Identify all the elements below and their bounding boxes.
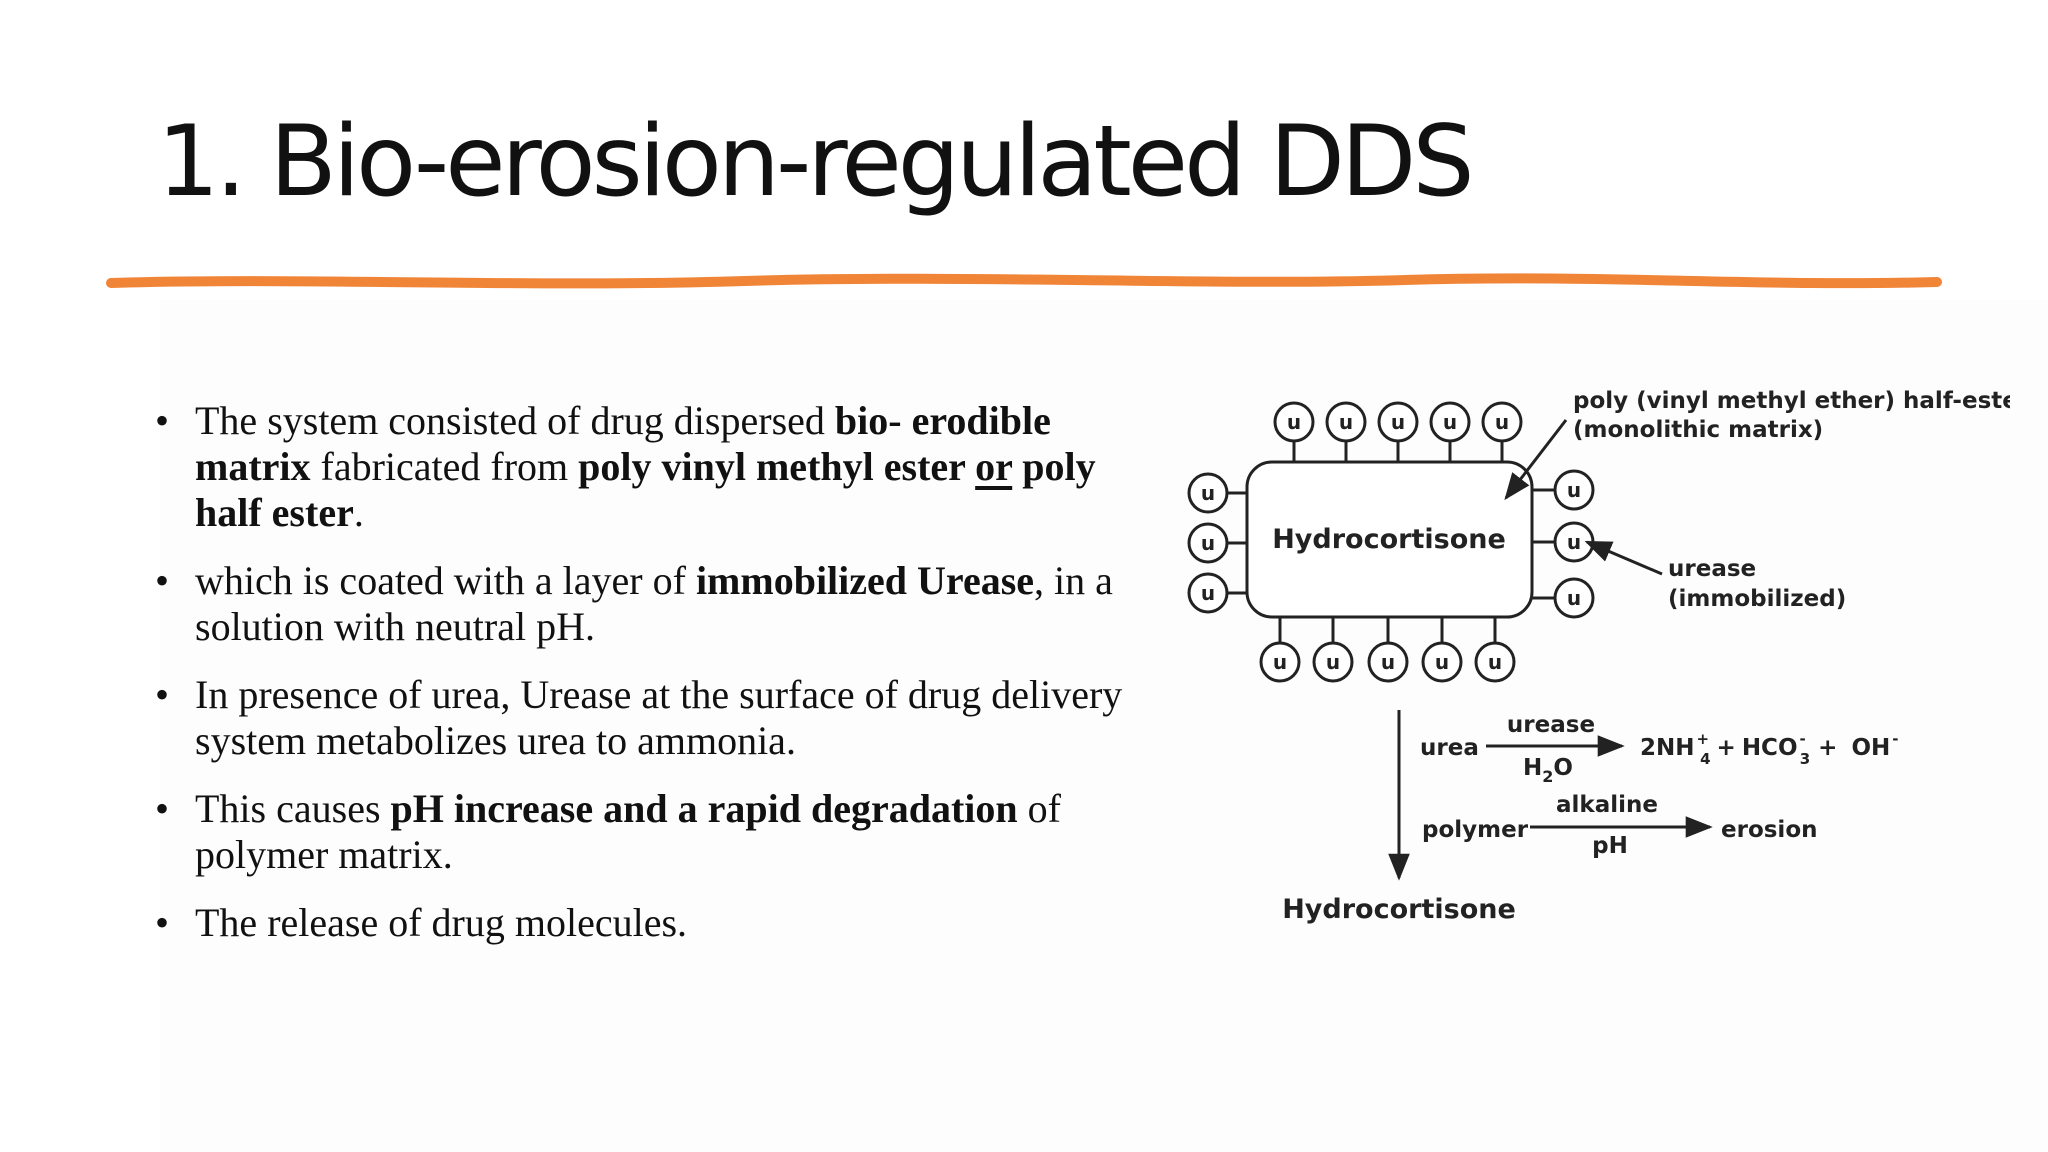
enzyme-pointer-arrow <box>1584 540 1663 576</box>
bullet-text-run: poly half ester <box>195 444 1096 535</box>
bullet-text-run: bio- erodible matrix <box>195 398 1051 489</box>
urease-unit: u <box>1312 617 1354 683</box>
bullet-item: The release of drug molecules. <box>155 900 1165 946</box>
urease-unit: u <box>1187 472 1247 514</box>
reaction2-product: erosion <box>1721 817 1818 843</box>
unit-label: u <box>1273 650 1287 674</box>
bullet-text-run: The system consisted of drug dispersed <box>195 398 835 443</box>
bullet-text-run: This causes <box>195 786 391 831</box>
unit-label: u <box>1381 650 1395 674</box>
bullet-item: which is coated with a layer of immobili… <box>155 558 1165 650</box>
reaction2-reactant: polymer <box>1422 817 1529 843</box>
unit-label: u <box>1339 410 1353 434</box>
unit-label: u <box>1391 410 1405 434</box>
urease-unit: u <box>1273 401 1315 462</box>
bullet-list: The system consisted of drug dispersed b… <box>155 398 1165 968</box>
bullet-text-run: In presence of urea, Urease at the surfa… <box>195 672 1123 763</box>
title-underline <box>106 273 1942 289</box>
bullet-text-run: . <box>353 490 364 535</box>
unit-label: u <box>1201 581 1215 605</box>
urease-unit: u <box>1421 617 1463 683</box>
bullet-text-run: which is coated with a layer of <box>195 558 696 603</box>
unit-label: u <box>1443 410 1457 434</box>
bullet-text-run: fabricated from <box>310 444 579 489</box>
unit-label: u <box>1567 478 1581 502</box>
reaction1-products: 2NH+4+HCO-3+OH- <box>1640 730 1899 768</box>
unit-label: u <box>1488 650 1502 674</box>
bullet-text-run: of polymer matrix. <box>195 786 1061 877</box>
reaction2-condition-bottom: pH <box>1592 833 1628 859</box>
urease-unit: u <box>1259 617 1301 683</box>
bullet-text-run: pH increase and a rapid degradation <box>390 786 1018 831</box>
bullet-item: In presence of urea, Urease at the surfa… <box>155 672 1165 764</box>
matrix-label-line1: poly (vinyl methyl ether) half-ester <box>1573 388 2010 414</box>
unit-label: u <box>1495 410 1509 434</box>
bullet-text-run: The release of drug molecules. <box>195 900 688 945</box>
bullet-item: This causes pH increase and a rapid degr… <box>155 786 1165 878</box>
matrix-pointer-arrow <box>1504 419 1568 501</box>
slide-title: 1. Bio-erosion-regulated DDS <box>157 105 1475 219</box>
urease-unit: u <box>1187 522 1247 564</box>
bullet-text-run: immobilized Urease <box>695 558 1035 603</box>
reaction1-catalyst: urease <box>1507 712 1595 738</box>
urease-unit: u <box>1532 577 1595 619</box>
unit-label: u <box>1435 650 1449 674</box>
urease-unit: u <box>1429 401 1471 462</box>
urease-unit: u <box>1377 401 1419 462</box>
polymer-matrix <box>1245 460 1534 619</box>
enzyme-label-line1: urease <box>1668 556 1756 582</box>
urease-unit: u <box>1481 401 1523 462</box>
reaction1-reactant: urea <box>1420 735 1479 761</box>
unit-label: u <box>1567 530 1581 554</box>
urease-unit: u <box>1367 617 1409 683</box>
core-label: Hydrocortisone <box>1272 524 1506 555</box>
unit-label: u <box>1567 586 1581 610</box>
urease-unit: u <box>1532 469 1595 511</box>
reaction2-condition-top: alkaline <box>1556 792 1658 818</box>
reaction1-condition: H2O <box>1523 755 1573 786</box>
bullet-text-run: poly vinyl methyl ester <box>578 444 976 489</box>
enzyme-label-line2: (immobilized) <box>1668 586 1846 612</box>
urease-unit: u <box>1474 617 1516 683</box>
urease-unit: u <box>1532 521 1595 563</box>
unit-label: u <box>1201 531 1215 555</box>
urease-unit: u <box>1187 572 1247 614</box>
unit-label: u <box>1201 481 1215 505</box>
bullet-text-run: or <box>975 444 1013 489</box>
matrix-label-line2: (monolithic matrix) <box>1573 417 1823 443</box>
hydrocortisone-release-diagram: u u u u u u u u u u u u u u u u Hydrocortisone poly (vi… <box>1187 388 2010 925</box>
bullet-item: The system consisted of drug dispersed b… <box>155 398 1165 536</box>
unit-label: u <box>1326 650 1340 674</box>
urease-unit: u <box>1325 401 1367 462</box>
bullet-text-run: , in a solution with neutral pH. <box>195 558 1113 649</box>
urease-units: u u u u u u u u u u u u u u u u <box>1187 401 1595 683</box>
release-label: Hydrocortisone <box>1282 894 1516 925</box>
unit-label: u <box>1287 410 1301 434</box>
